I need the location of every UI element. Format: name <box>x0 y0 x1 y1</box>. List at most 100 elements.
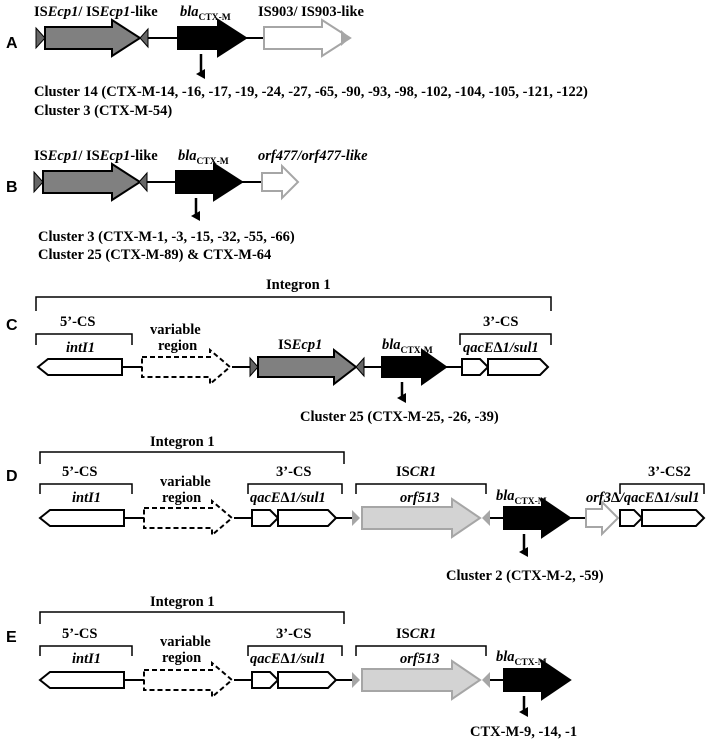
inverted-repeat-marker <box>249 356 259 378</box>
cs5-bracket <box>39 645 133 656</box>
sul1-arrow <box>641 509 706 527</box>
isecp1-label: ISEcp1 <box>278 337 322 353</box>
orf513-label: orf513 <box>400 651 439 667</box>
cs3-bracket <box>247 483 343 494</box>
integron-bracket <box>39 451 345 464</box>
variable-region-label: region <box>162 490 201 506</box>
panel-letter-e: E <box>6 629 17 646</box>
panel-letter-c: C <box>6 317 18 334</box>
qac-sul1-label: qacE∆1/sul1 <box>250 490 326 506</box>
variable-region-label: variable <box>150 322 201 338</box>
cs3-2-label: 3’-CS2 <box>648 464 691 480</box>
cs3-label: 3’-CS <box>276 626 311 642</box>
bla-ctxm-label: blaCTX-M <box>178 148 229 167</box>
orf3-label: orf3∆/qacE∆1/sul1 <box>586 490 700 506</box>
inverted-repeat-marker <box>35 26 46 50</box>
cs3-label: 3’-CS <box>276 464 311 480</box>
sul1-arrow <box>277 509 338 527</box>
inverted-repeat-marker <box>341 30 350 46</box>
variable-region-arrow <box>143 498 234 538</box>
integron-label: Integron 1 <box>150 434 215 450</box>
isecp1-arrow <box>44 18 142 58</box>
inverted-repeat-marker <box>355 356 365 378</box>
qac-sul1-label: qacE∆1/sul1 <box>463 340 539 356</box>
panel-b: B ISEcp1/ ISEcp1-like blaCTX-M orf477/or… <box>6 148 368 263</box>
panel-d: D Integron 1 5’-CS intI1 variable region… <box>6 434 706 584</box>
is903-label: IS903/ IS903-like <box>258 4 365 20</box>
intI1-arrow <box>38 671 125 689</box>
orf3-arrow <box>585 499 620 537</box>
cs5-label: 5’-CS <box>62 626 97 642</box>
bla-ctxm-arrow <box>175 162 244 202</box>
bla-ctxm-label: blaCTX-M <box>496 488 547 507</box>
isecp1-arrow <box>257 347 358 387</box>
inverted-repeat-marker <box>138 171 148 193</box>
intI1-label: intI1 <box>72 490 101 506</box>
integron-bracket <box>39 611 345 624</box>
bla-ctxm-label: blaCTX-M <box>180 4 231 23</box>
bla-ctxm-arrow <box>177 18 248 58</box>
iscr1-bracket <box>355 483 487 494</box>
cs5-label: 5’-CS <box>60 314 95 330</box>
cs3-2-bracket <box>619 483 705 494</box>
cs3-label: 3’-CS <box>483 314 518 330</box>
panel-a: A ISEcp1/ ISEcp1-like blaCTX-M IS903/ IS… <box>6 4 588 119</box>
panel-letter-b: B <box>6 179 18 196</box>
cluster-text: Cluster 2 (CTX-M-2, -59) <box>446 568 604 584</box>
bla-ctxm-arrow <box>503 659 572 701</box>
integron-label: Integron 1 <box>266 277 331 293</box>
iscr1-label: ISCR1 <box>396 464 436 480</box>
variable-region-label: region <box>162 650 201 666</box>
orf477-arrow <box>261 163 300 201</box>
inverted-repeat-marker <box>352 672 360 688</box>
iscr1-bracket <box>355 645 487 656</box>
qacE-arrow <box>461 358 490 376</box>
is903-arrow <box>263 18 352 58</box>
intI1-label: intI1 <box>72 651 101 667</box>
cs5-label: 5’-CS <box>62 464 97 480</box>
qacE-arrow <box>251 671 280 689</box>
bla-ctxm-arrow <box>381 348 448 386</box>
qacE-arrow <box>251 509 280 527</box>
bla-ctxm-label: blaCTX-M <box>382 337 433 356</box>
isecp1-label: ISEcp1/ ISEcp1-like <box>34 4 158 20</box>
variable-region-arrow <box>141 347 232 387</box>
cs5-bracket <box>39 483 133 494</box>
inverted-repeat-marker <box>33 170 44 194</box>
cs3-bracket <box>247 645 343 656</box>
panel-c: C Integron 1 5’-CS intI1 variable region… <box>6 277 552 425</box>
bla-ctxm-arrow <box>503 497 572 539</box>
intI1-arrow <box>36 358 123 376</box>
integron-bracket <box>35 296 552 311</box>
panel-e: E Integron 1 5’-CS intI1 variable region… <box>6 594 577 740</box>
cluster-text: Cluster 3 (CTX-M-1, -3, -15, -32, -55, -… <box>38 229 295 245</box>
integron-label: Integron 1 <box>150 594 215 610</box>
intI1-label: intI1 <box>66 340 95 356</box>
cluster-text: CTX-M-9, -14, -1 <box>470 724 577 740</box>
qacE-arrow <box>619 509 644 527</box>
cluster-text: Cluster 3 (CTX-M-54) <box>34 103 172 119</box>
cs5-bracket <box>35 333 133 345</box>
inverted-repeat-marker <box>482 510 490 526</box>
inverted-repeat-marker <box>139 27 149 49</box>
orf513-arrow <box>361 497 482 539</box>
cluster-text: Cluster 25 (CTX-M-89) & CTX-M-64 <box>38 247 271 263</box>
isecp1-arrow <box>42 162 142 202</box>
orf513-label: orf513 <box>400 490 439 506</box>
orf513-arrow <box>361 659 482 701</box>
isecp1-label: ISEcp1/ ISEcp1-like <box>34 148 158 164</box>
cluster-text: Cluster 14 (CTX-M-14, -16, -17, -19, -24… <box>34 84 588 100</box>
orf477-label: orf477/orf477-like <box>258 148 368 164</box>
variable-region-arrow <box>143 660 234 700</box>
bla-ctxm-label: blaCTX-M <box>496 649 547 668</box>
panel-letter-a: A <box>6 35 18 52</box>
cs3-bracket <box>459 333 552 345</box>
qac-sul1-label: qacE∆1/sul1 <box>250 651 326 667</box>
variable-region-label: variable <box>160 474 211 490</box>
inverted-repeat-marker <box>482 672 490 688</box>
intI1-arrow <box>38 509 125 527</box>
panel-letter-d: D <box>6 468 18 485</box>
sul1-arrow <box>487 358 550 376</box>
variable-region-label: variable <box>160 634 211 650</box>
